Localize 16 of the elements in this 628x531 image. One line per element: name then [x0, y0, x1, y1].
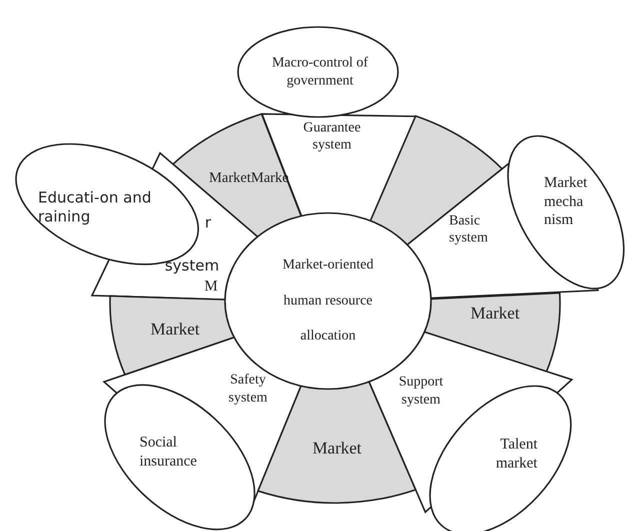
- ellipse-label: Social insurance: [139, 433, 198, 471]
- sector-label: Market: [469, 302, 521, 324]
- sector-label: Basic system: [449, 212, 489, 248]
- sector-label: r: [204, 214, 212, 232]
- sector-label: Market: [311, 437, 363, 459]
- ellipse-label: Market-oriented human resource allocation: [282, 256, 374, 346]
- ellipse-label: Educati-on and raining: [38, 188, 152, 226]
- partial-label: M: [204, 278, 218, 296]
- ellipse-label: Market mecha nism: [544, 174, 588, 230]
- ellipse-label: Macro-control of government: [270, 54, 370, 90]
- sector-label: system: [164, 256, 220, 276]
- sector-label: Safety system: [228, 372, 268, 406]
- sector-label: Support system: [398, 374, 444, 408]
- sector-label: Market: [149, 318, 201, 340]
- ellipse-label: Talent market: [494, 435, 538, 473]
- sector-label: Guarantee system: [302, 119, 362, 154]
